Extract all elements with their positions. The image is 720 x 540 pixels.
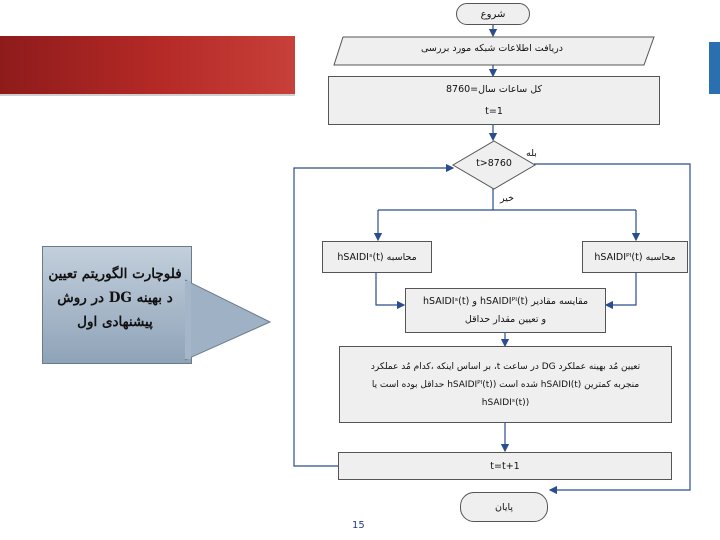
no-label: خیر [500, 193, 514, 204]
compare-process: مقایسه مقادیر hSAIDIᴾᴵ(t) و hSAIDIˢ(t) و… [405, 288, 606, 333]
start-terminal: شروع [456, 3, 530, 25]
input-label: دریافت اطلاعات شبکه مورد بررسی [420, 43, 563, 54]
callout-box [42, 246, 192, 364]
init-line-2: t=1 [485, 105, 503, 117]
page-number: 15 [352, 520, 365, 531]
compare-line-2: و تعیین مقدار حداقل [464, 313, 547, 325]
callout-line-3: پیشنهادی اول [77, 314, 153, 330]
init-line-1: کل ساعات سال=8760 [445, 83, 543, 95]
end-terminal: پایان [460, 492, 548, 522]
init-process: کل ساعات سال=8760 t=1 [328, 76, 660, 125]
decision-diamond [452, 140, 536, 190]
side-accent-tab [709, 42, 720, 94]
decide-line-2: منجربه کمترین hSAIDI(t) شده است (hSAIDIᴾ… [371, 379, 640, 390]
decide-line-1: تعیین مُد بهینه عملکرد DG در ساعت t، بر … [370, 361, 641, 372]
yes-label: بله [526, 148, 537, 159]
callout-pointer [185, 279, 272, 361]
decide-mode-process: تعیین مُد بهینه عملکرد DG در ساعت t، بر … [339, 346, 672, 423]
increment-process: t=t+1 [338, 452, 672, 480]
calc-pi-process: محاسبه hSAIDIᴾᴵ(t) [582, 241, 688, 273]
decision-label: t>8760 [476, 158, 512, 169]
callout-line-1: فلوچارت الگوریتم تعیین [48, 266, 182, 282]
input-parallelogram [333, 36, 655, 66]
compare-line-1: مقایسه مقادیر hSAIDIᴾᴵ(t) و hSAIDIˢ(t) [422, 295, 589, 307]
title-banner [0, 36, 295, 96]
decide-line-3: (hSAIDIˢ(t) [481, 397, 530, 408]
callout-text: فلوچارت الگوریتم تعیین د بهینه DG در روش… [46, 262, 184, 334]
calc-s-process: محاسبه hSAIDIˢ(t) [322, 241, 432, 273]
callout-line-2: د بهینه DG در روش [57, 290, 173, 306]
